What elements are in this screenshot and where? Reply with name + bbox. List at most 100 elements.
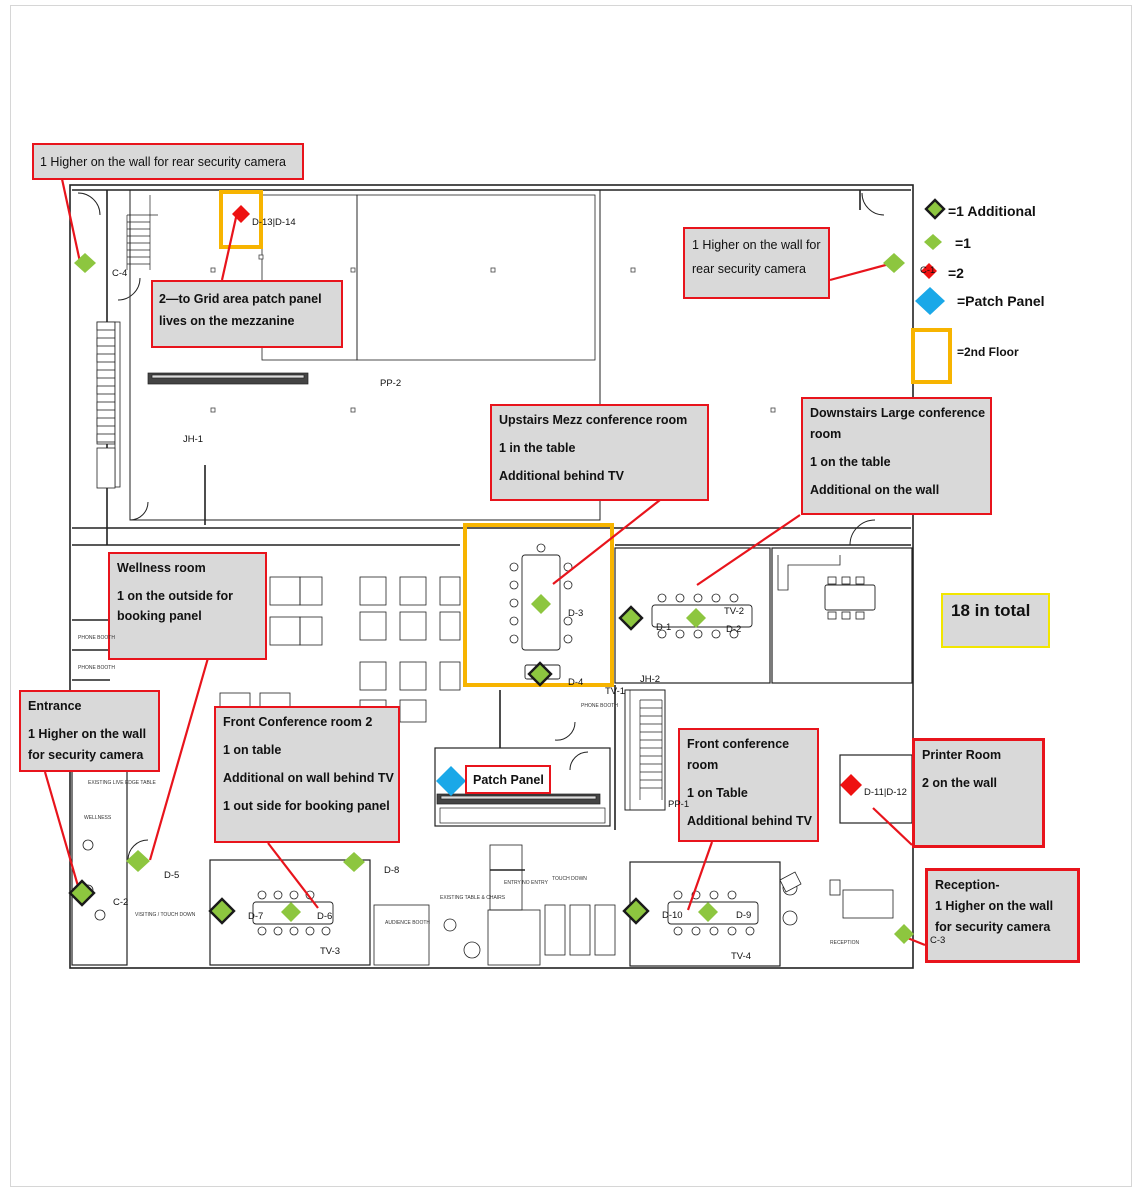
callout-line: lives on the mezzanine bbox=[159, 314, 295, 328]
room-tag: PHONE BOOTH bbox=[78, 635, 115, 641]
rack-row bbox=[96, 321, 121, 489]
workstations bbox=[219, 576, 616, 956]
label-tv4: TV-4 bbox=[731, 951, 752, 962]
marker-d7-additional bbox=[208, 897, 236, 925]
marker-d9 bbox=[698, 902, 718, 922]
callout-front-conference-2: Front Conference room 2 1 on table Addit… bbox=[214, 706, 400, 843]
callout-line: room bbox=[810, 427, 842, 441]
callout-line: Printer Room bbox=[922, 748, 1002, 762]
marker-d8 bbox=[343, 852, 365, 872]
legend-patch-label: =Patch Panel bbox=[957, 293, 1045, 309]
callout-line: 1 out side for booking panel bbox=[223, 799, 390, 813]
callout-line: Front Conference room 2 bbox=[223, 715, 373, 729]
callout-line: Entrance bbox=[28, 699, 82, 713]
room-tag: VISITING / TOUCH DOWN bbox=[135, 912, 196, 918]
callout-line: 1 Higher on the wall bbox=[935, 899, 1054, 913]
callout-line: 1 on Table bbox=[687, 786, 748, 800]
callout-line: room bbox=[687, 758, 719, 772]
callout-line: 1 Higher on the wall bbox=[28, 727, 147, 741]
lower-patch-panel bbox=[436, 793, 606, 824]
callout-line: 1 on the outside for bbox=[117, 589, 233, 603]
label-d4: D-4 bbox=[568, 677, 584, 688]
callout-lines bbox=[43, 178, 926, 947]
label-tv1: TV-1 bbox=[605, 686, 626, 697]
label-c4: C-4 bbox=[112, 268, 128, 279]
legend-patch-swatch bbox=[915, 287, 945, 315]
callout-line: Additional behind TV bbox=[499, 469, 624, 483]
marker-patch-panel bbox=[436, 766, 466, 796]
room-tag: PHONE BOOTH bbox=[581, 703, 618, 709]
callout-mezz-conference: Upstairs Mezz conference room 1 in the t… bbox=[490, 404, 709, 501]
room-tag: EXISTING LIVE EDGE TABLE bbox=[88, 780, 156, 786]
callout-line: 1 Higher on the wall for rear security c… bbox=[40, 155, 286, 169]
callout-rear-camera-right: 1 Higher on the wall for rear security c… bbox=[683, 227, 830, 299]
markers-one bbox=[74, 234, 942, 944]
second-floor-box-top bbox=[219, 190, 263, 249]
markers-additional bbox=[68, 198, 946, 925]
kitchen bbox=[777, 555, 841, 591]
callout-line: Patch Panel bbox=[473, 773, 544, 787]
callout-reception: Reception- 1 Higher on the wall for secu… bbox=[925, 868, 1080, 963]
doors bbox=[77, 192, 885, 861]
callout-patch-panel: Patch Panel bbox=[465, 765, 551, 794]
total-count: 18 in total bbox=[941, 593, 1050, 648]
callout-line: Additional on the wall bbox=[810, 483, 940, 497]
label-jh2: JH-2 bbox=[640, 674, 661, 685]
marker-c2 bbox=[68, 879, 96, 907]
label-tv2: TV-2 bbox=[724, 606, 745, 617]
label-d7: D-7 bbox=[248, 911, 264, 922]
callout-line: 1 on the table bbox=[810, 455, 891, 469]
label-d9: D-9 bbox=[736, 910, 752, 921]
marker-d4 bbox=[527, 661, 553, 687]
columns bbox=[210, 254, 776, 413]
callout-rear-camera-left: 1 Higher on the wall for rear security c… bbox=[32, 143, 304, 180]
markers-two bbox=[232, 205, 937, 796]
label-c1: C-1 bbox=[920, 265, 936, 276]
callout-line: 2 on the wall bbox=[922, 776, 998, 790]
upper-patch-panel bbox=[147, 372, 309, 385]
marker-d10-additional bbox=[622, 897, 650, 925]
marker-c4 bbox=[74, 253, 96, 273]
callout-line: 1 on table bbox=[223, 743, 282, 757]
stairs bbox=[126, 195, 663, 810]
room-tag: AUDIENCE BOOTH bbox=[385, 920, 431, 926]
callout-line: 1 Higher on the wall for bbox=[692, 238, 821, 252]
callout-line: Upstairs Mezz conference room bbox=[499, 413, 688, 427]
label-pp1: PP-1 bbox=[668, 799, 690, 810]
callout-line: 1 in the table bbox=[499, 441, 576, 455]
label-d8: D-8 bbox=[384, 865, 400, 876]
label-tv3: TV-3 bbox=[320, 946, 341, 957]
marker-c1 bbox=[883, 253, 905, 273]
label-jh1: JH-1 bbox=[183, 434, 204, 445]
marker-d3 bbox=[531, 594, 551, 614]
label-d13-d14: D-13|D-14 bbox=[252, 217, 296, 228]
label-pp2: PP-2 bbox=[380, 378, 402, 389]
callout-line: for security camera bbox=[935, 920, 1051, 934]
label-d10: D-10 bbox=[662, 910, 683, 921]
legend-second-floor-label: =2nd Floor bbox=[957, 345, 1019, 359]
marker-d6 bbox=[281, 902, 301, 922]
legend-additional-label: =1 Additional bbox=[948, 203, 1036, 219]
callout-line: Downstairs Large conference bbox=[810, 406, 986, 420]
legend-two-label: =2 bbox=[948, 265, 964, 281]
image-frame bbox=[10, 5, 1132, 1187]
room-tag: PHONE BOOTH bbox=[78, 665, 115, 671]
outer-wall bbox=[69, 184, 914, 969]
legend-two-swatch bbox=[921, 263, 937, 279]
label-c3: C-3 bbox=[930, 935, 946, 946]
marker-d1-additional bbox=[618, 605, 644, 631]
legend-one-swatch bbox=[924, 234, 942, 250]
marker-d2 bbox=[686, 608, 706, 628]
marker-c3 bbox=[894, 924, 914, 944]
chairs bbox=[82, 543, 865, 959]
markers-patch bbox=[436, 287, 945, 796]
marker-d5 bbox=[126, 850, 150, 872]
label-d3: D-3 bbox=[568, 608, 584, 619]
room-tag: WELLNESS bbox=[84, 815, 112, 821]
callout-wellness: Wellness room 1 on the outside for booki… bbox=[108, 552, 267, 660]
callout-line: Reception- bbox=[935, 878, 1000, 892]
callout-line: Wellness room bbox=[117, 561, 206, 575]
room-tag: EXISTING TABLE & CHAIRS bbox=[440, 895, 506, 901]
label-d6: D-6 bbox=[317, 911, 333, 922]
